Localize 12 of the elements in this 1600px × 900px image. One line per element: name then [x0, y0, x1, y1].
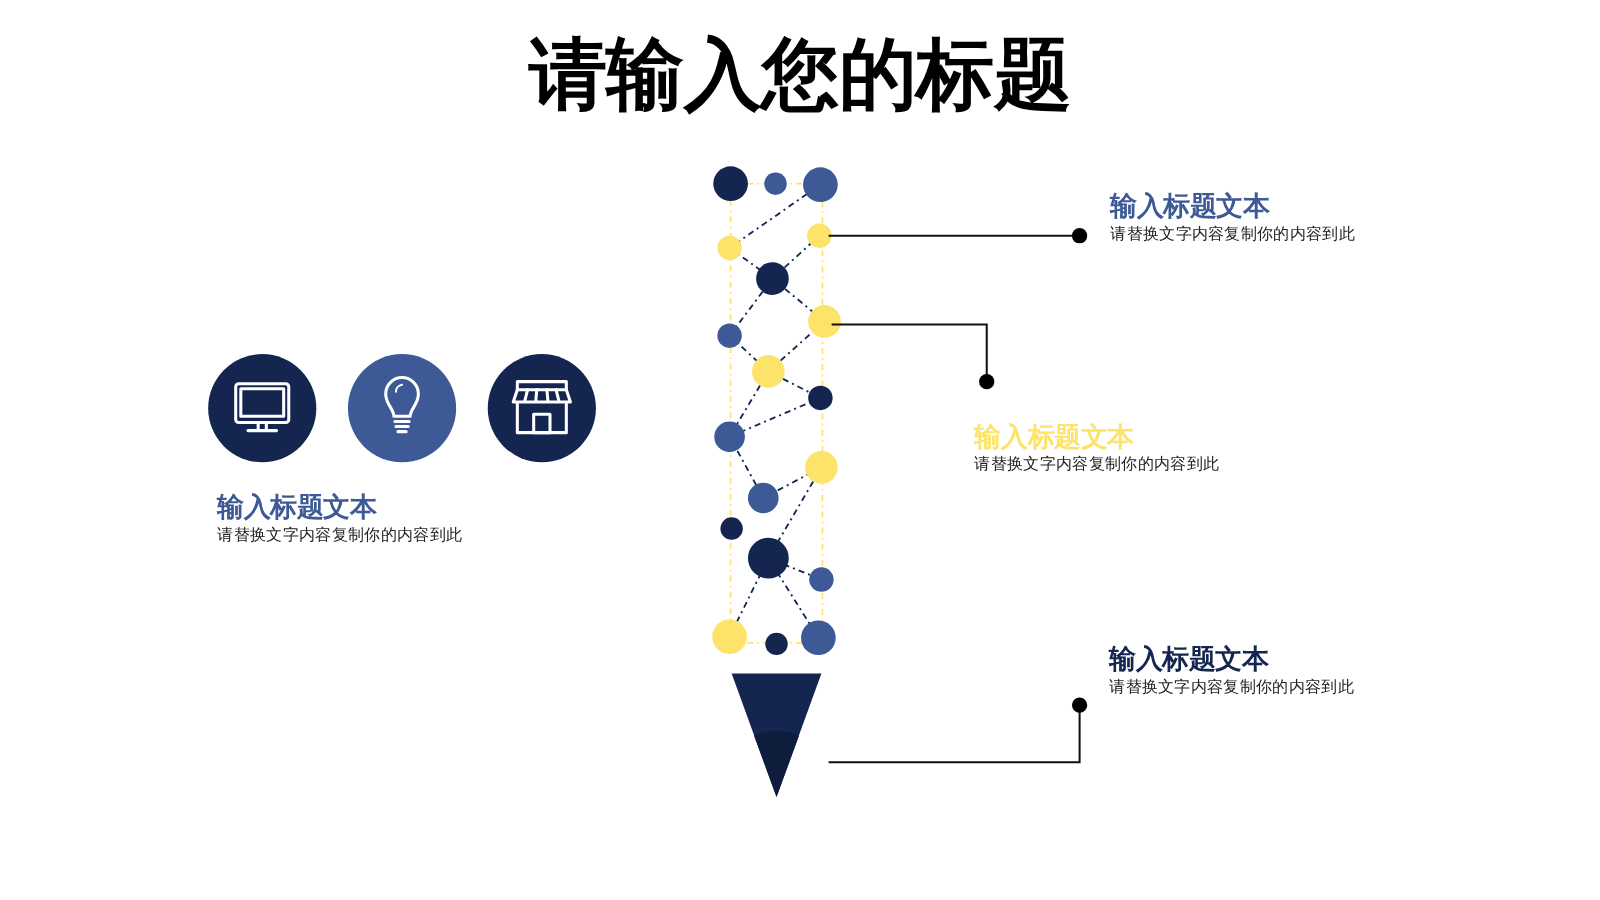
body-text: 请替换文字内容复制你的内容到此	[1109, 675, 1355, 698]
body-text: 请替换文字内容复制你的内容到此	[217, 523, 463, 546]
leader-line	[831, 323, 995, 390]
body-text: 请替换文字内容复制你的内容到此	[974, 453, 1220, 476]
leader-line	[828, 697, 1088, 764]
heading: 输入标题文本	[1109, 642, 1269, 676]
body-text: 请替换文字内容复制你的内容到此	[1110, 222, 1356, 245]
heading: 输入标题文本	[974, 420, 1134, 454]
leader-line	[828, 228, 1088, 244]
heading: 输入标题文本	[217, 490, 377, 524]
title: 请输入您的标题	[528, 28, 1072, 121]
heading: 输入标题文本	[1110, 189, 1270, 223]
